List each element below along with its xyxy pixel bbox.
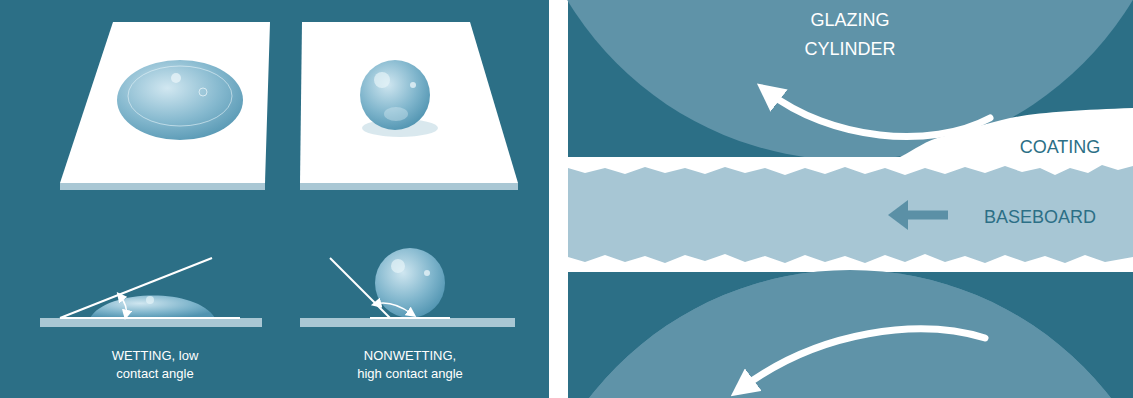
tangent-line bbox=[330, 258, 390, 318]
glazing-cylinder: GLAZING CYLINDER bbox=[790, 6, 910, 64]
rotation-arrow bbox=[742, 329, 985, 388]
plate-edge bbox=[300, 183, 518, 190]
caption-text: NONWETTING, high contact angle bbox=[350, 347, 470, 382]
baseboard: BASEBOARD bbox=[955, 203, 1125, 232]
droplet bbox=[360, 60, 430, 130]
plate bbox=[300, 22, 518, 183]
node-text: GLAZING CYLINDER bbox=[790, 6, 910, 64]
angle-arc bbox=[120, 296, 126, 315]
direction-arrow bbox=[905, 211, 948, 220]
plate bbox=[60, 22, 270, 183]
node-text: BASEBOARD bbox=[955, 203, 1125, 232]
surface bbox=[40, 318, 262, 327]
direction-arrow-head bbox=[888, 200, 908, 230]
droplet bbox=[375, 248, 445, 318]
cylinder bbox=[520, 270, 1133, 398]
coating-label: COATING bbox=[1000, 135, 1120, 159]
plate-edge bbox=[60, 183, 265, 190]
coating-layer bbox=[568, 108, 1133, 175]
droplet bbox=[117, 60, 243, 140]
angle-arc bbox=[376, 303, 412, 314]
baseboard-band bbox=[568, 160, 1133, 268]
coating-layer bbox=[568, 254, 1133, 272]
tangent-line bbox=[60, 258, 212, 318]
surface bbox=[300, 318, 515, 327]
panel-left bbox=[0, 0, 549, 398]
rotation-arrow bbox=[768, 92, 990, 137]
caption-text: WETTING, low contact angle bbox=[95, 347, 215, 382]
